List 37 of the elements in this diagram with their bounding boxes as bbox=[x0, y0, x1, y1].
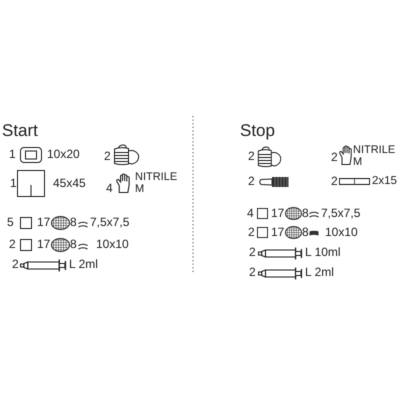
size-label: 2x15 bbox=[372, 175, 397, 188]
size-label: 10x10 bbox=[325, 226, 358, 240]
size-label: 10x20 bbox=[47, 148, 80, 162]
quantity: 2 bbox=[248, 150, 255, 164]
size-label: 45x45 bbox=[53, 177, 86, 191]
section-heading: Stop bbox=[240, 121, 275, 141]
quantity: 2 bbox=[12, 258, 19, 272]
gauze-spec: 8 bbox=[70, 238, 77, 252]
volume-label: L 10ml bbox=[305, 246, 341, 260]
quantity: 2 bbox=[249, 266, 256, 280]
quantity: 5 bbox=[7, 216, 14, 230]
quantity: 2 bbox=[248, 226, 255, 240]
gauze-spec: 8 bbox=[302, 207, 309, 221]
volume-label: L 2ml bbox=[69, 258, 98, 272]
gauze-spec: 17 bbox=[37, 216, 50, 230]
size-label: 7,5x7,5 bbox=[90, 216, 130, 230]
quantity: 4 bbox=[106, 182, 113, 196]
quantity: 1 bbox=[9, 148, 16, 162]
glove-spec: NITRILE M bbox=[353, 145, 396, 168]
volume-label: L 2ml bbox=[305, 266, 334, 280]
gauze-spec: 17 bbox=[271, 207, 284, 221]
quantity: 2 bbox=[331, 151, 338, 165]
gauze-spec: 17 bbox=[37, 238, 50, 252]
quantity: 2 bbox=[331, 175, 338, 189]
quantity: 2 bbox=[9, 238, 16, 252]
gauze-spec: 17 bbox=[271, 226, 284, 240]
section-heading: Start bbox=[2, 121, 38, 141]
quantity: 4 bbox=[247, 207, 254, 221]
gauze-spec: 8 bbox=[302, 226, 309, 240]
glove-spec: NITRILE M bbox=[135, 172, 178, 196]
size-label: 7,5x7,5 bbox=[321, 207, 360, 221]
quantity: 2 bbox=[104, 150, 111, 164]
gauze-spec: 8 bbox=[70, 216, 77, 230]
quantity: 2 bbox=[249, 246, 256, 260]
size-label: 10x10 bbox=[96, 238, 129, 252]
quantity: 1 bbox=[10, 177, 17, 191]
quantity: 2 bbox=[248, 175, 255, 189]
